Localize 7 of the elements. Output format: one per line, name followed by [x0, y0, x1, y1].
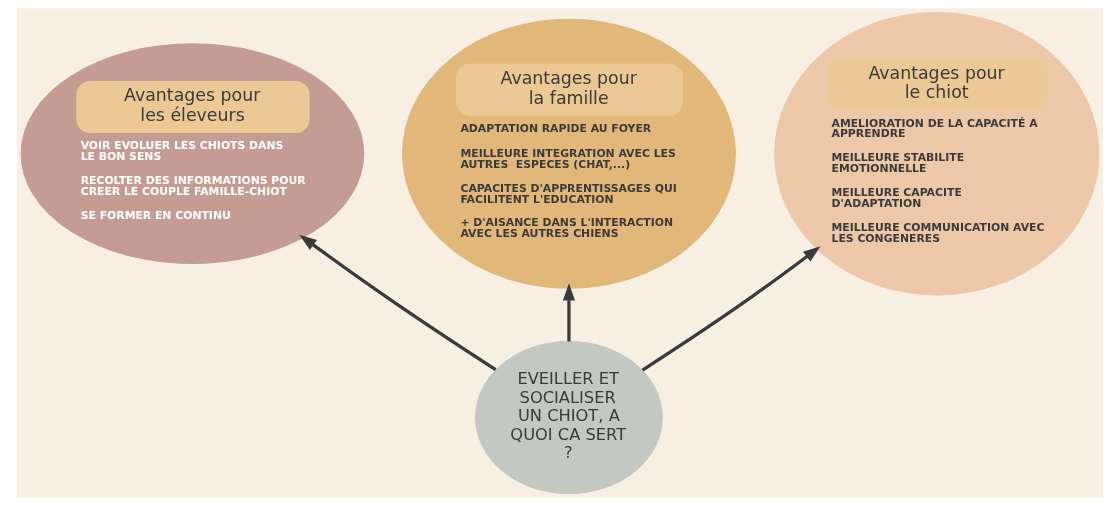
arrow: [562, 283, 576, 342]
arrow: [299, 234, 497, 372]
node-ellipse: Avantages pour la famille ADAPTATION RAPIDE AU FOYER MEILLEURE INTEGRATION AVEC LES AUTRES ESPECES (CHAT,...) CAPACITES D'APPRENTISSAGES QUI FACILITENT L'EDUCATION + D'AISANCE DANS L'INTERACTION AVEC LES AUTRES CHIENS: [401, 18, 736, 289]
node-ellipse: EVEILLER ET SOCIALISER UN CHIOT, A QUOI CA SERT ?: [475, 341, 663, 494]
node-ellipse: Avantages pour le chiot AMELIORATION DE LA CAPACITÉ A APPRENDRE MEILLEURE STABILITE EMOTIONNELLE MEILLEURE CAPACITE D'ADAPTATION MEILLEURE COMMUNICATION AVEC LES CONGENERES: [774, 11, 1100, 296]
arrow: [641, 246, 821, 372]
node-ellipse: Avantages pour les éleveurs VOIR EVOLUER LES CHIOTS DANS LE BON SENS RECOLTER DES INFORMATIONS POUR CREER LE COUPLE FAMILLE-CHIOT SE FORMER EN CONTINU: [20, 43, 365, 265]
